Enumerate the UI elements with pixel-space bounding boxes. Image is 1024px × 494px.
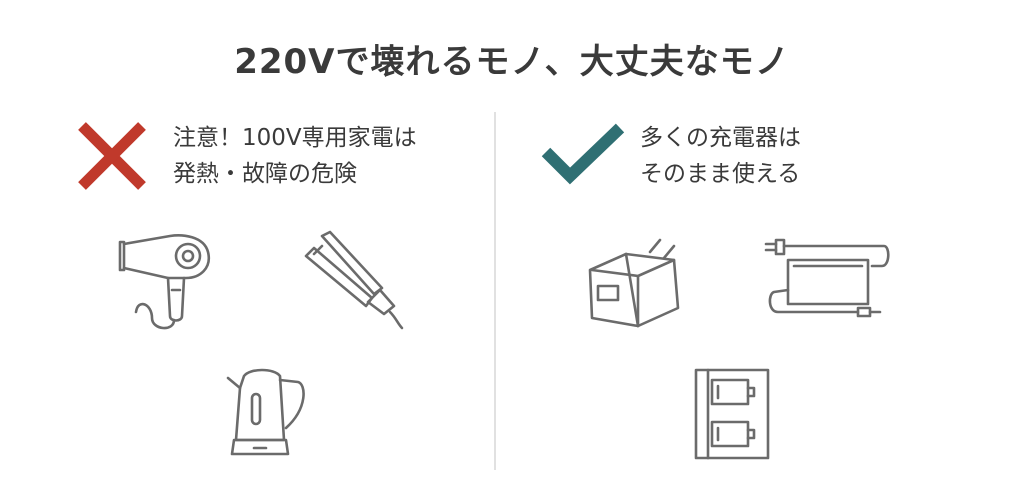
cross-icon <box>76 120 148 192</box>
ok-text: 多くの充電器は そのまま使える <box>640 120 801 192</box>
hair-dryer-icon <box>112 228 222 338</box>
warning-line-2: 発熱・故障の危険 <box>173 161 357 187</box>
divider <box>494 112 496 470</box>
ok-line-1: 多くの充電器は <box>640 125 801 151</box>
warning-text: 注意！100V専用家電は 発熱・故障の危険 <box>173 120 417 192</box>
ac-adapter-icon <box>764 232 894 332</box>
electric-kettle-icon <box>222 362 312 466</box>
hair-straightener-icon <box>300 228 410 338</box>
warning-line-1: 注意！100V専用家電は <box>173 125 417 151</box>
page-title: 220Vで壊れるモノ、大丈夫なモノ <box>234 42 790 82</box>
ok-line-2: そのまま使える <box>640 161 801 187</box>
check-icon <box>540 122 626 188</box>
usb-charger-icon <box>586 230 696 330</box>
battery-charger-icon <box>694 366 774 462</box>
